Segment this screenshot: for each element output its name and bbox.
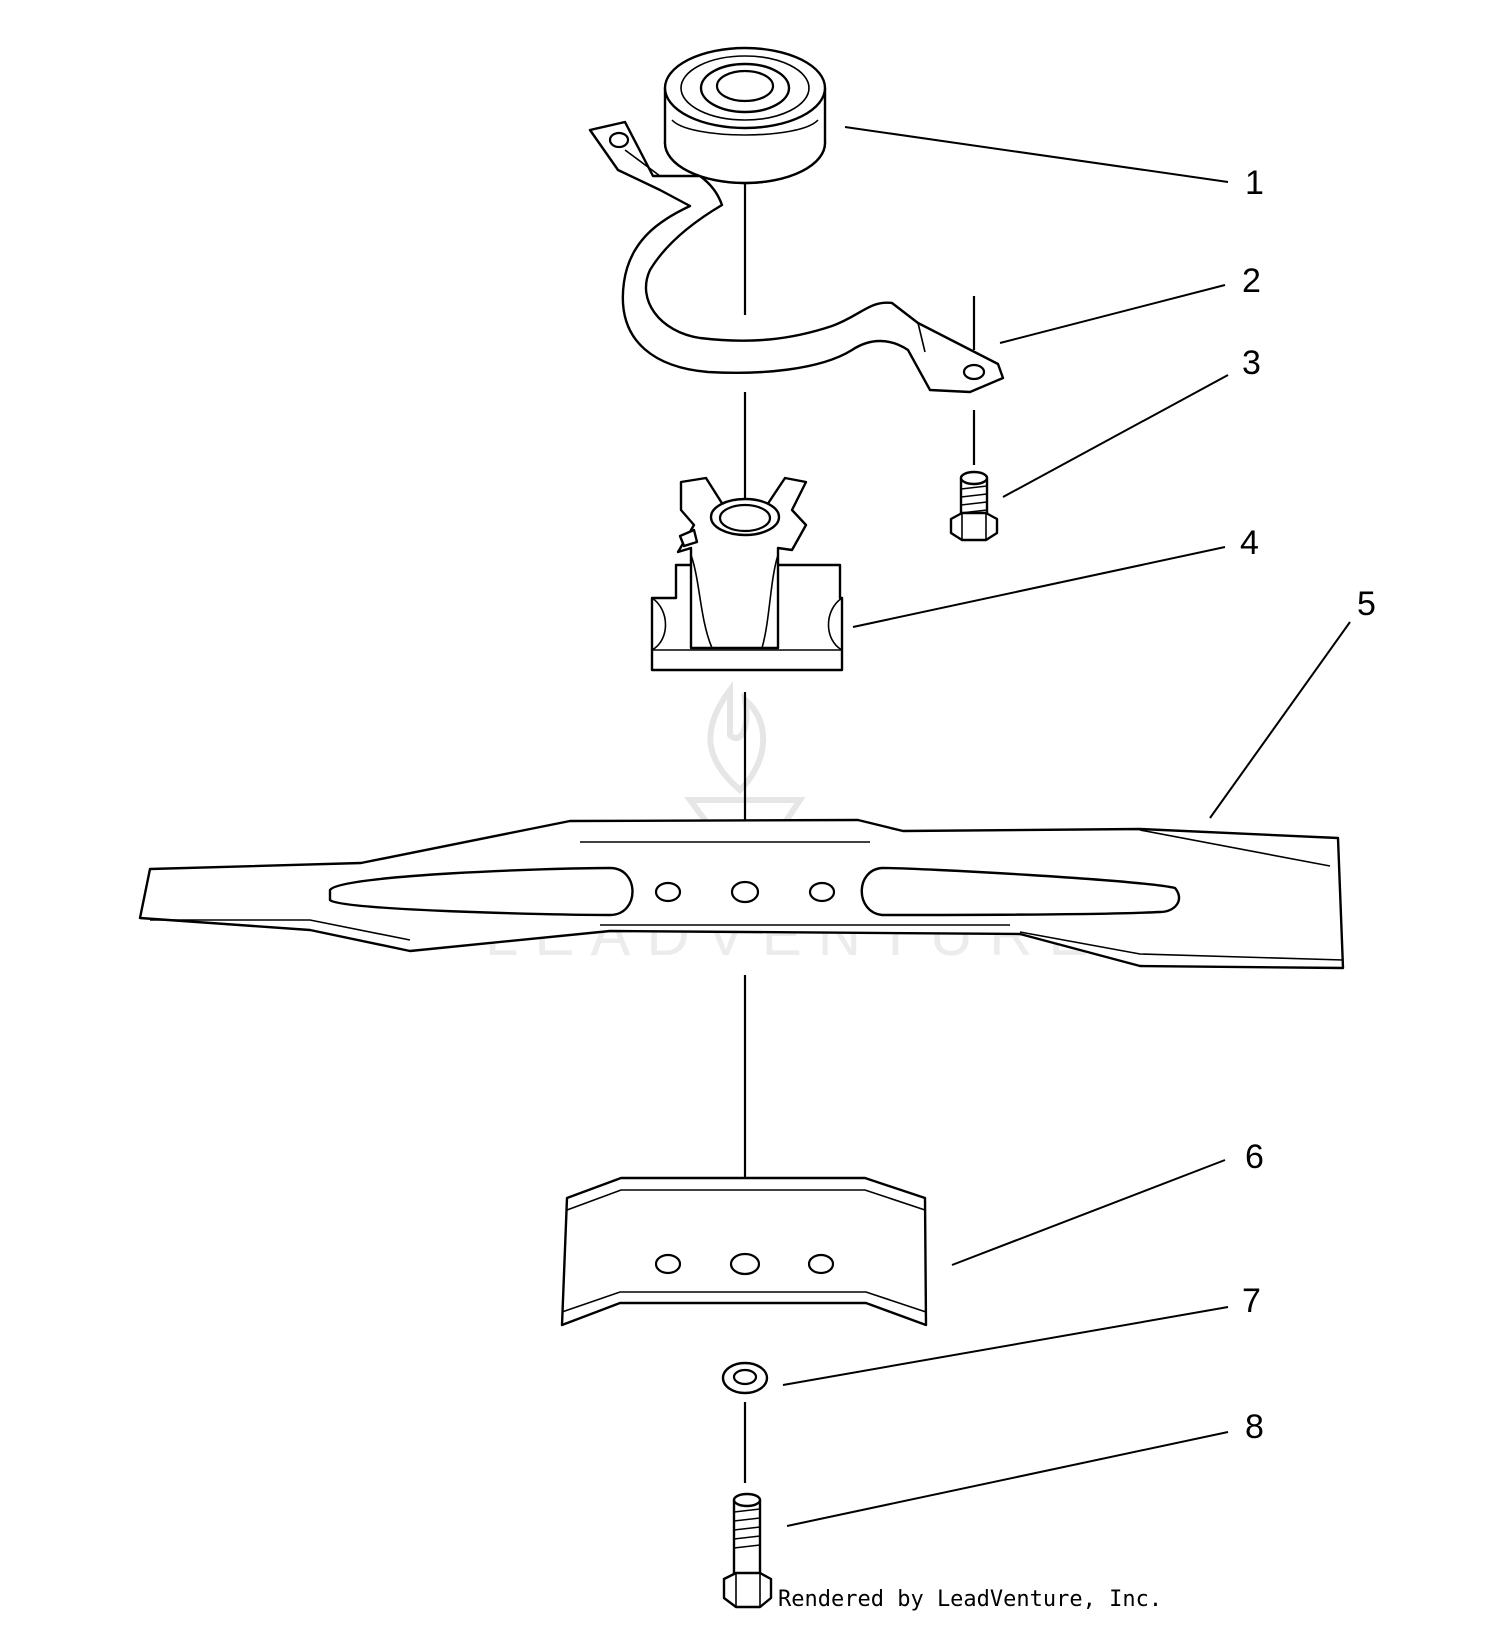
callout-2: 2 — [1242, 262, 1261, 300]
callout-3: 3 — [1242, 344, 1261, 382]
washer — [721, 1361, 769, 1395]
callout-8: 8 — [1245, 1408, 1264, 1446]
callout-4: 4 — [1240, 524, 1259, 562]
mower-blade — [138, 818, 1345, 970]
leader-lines — [782, 126, 1351, 1527]
callouts: 1 2 3 4 5 6 7 8 — [1240, 164, 1376, 1446]
callout-1: 1 — [1245, 164, 1264, 202]
callout-6: 6 — [1245, 1138, 1264, 1176]
blade-bolt — [722, 1492, 773, 1609]
callout-5: 5 — [1357, 585, 1376, 623]
blade-adapter — [650, 476, 844, 672]
shoulder-screw — [949, 470, 999, 542]
idler-arm — [588, 120, 1005, 394]
callout-7: 7 — [1242, 1282, 1261, 1320]
blade-stiffener — [560, 1176, 928, 1327]
idler-pulley — [663, 46, 827, 185]
render-credit: Rendered by LeadVenture, Inc. — [778, 1587, 1163, 1612]
